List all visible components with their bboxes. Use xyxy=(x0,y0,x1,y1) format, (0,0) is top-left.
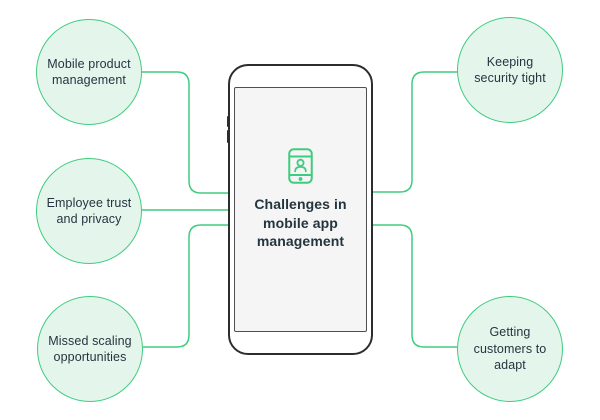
connector-top-right xyxy=(372,71,458,193)
mobile-device-user-icon xyxy=(288,148,313,184)
center-title: Challenges in mobile app management xyxy=(254,196,347,249)
connector-bottom-left xyxy=(143,224,229,348)
connector-bottom-right xyxy=(372,224,457,348)
node-label: Keeping security tight xyxy=(474,54,546,86)
node-label: Missed scaling opportunities xyxy=(48,333,132,365)
smartphone-illustration: Challenges in mobile app management xyxy=(226,64,373,355)
node-label: Employee trust and privacy xyxy=(46,195,132,227)
phone-side-button xyxy=(226,116,230,127)
phone-side-button xyxy=(226,130,230,143)
connector-top-left xyxy=(142,71,229,194)
node-mobile-product-management: Mobile product management xyxy=(36,19,142,125)
node-label: Getting customers to adapt xyxy=(473,325,547,373)
node-label: Mobile product management xyxy=(47,56,131,88)
node-employee-trust-and-privacy: Employee trust and privacy xyxy=(36,158,142,264)
node-keeping-security-tight: Keeping security tight xyxy=(457,17,563,123)
node-getting-customers-to-adapt: Getting customers to adapt xyxy=(457,296,563,402)
phone-screen: Challenges in mobile app management xyxy=(234,87,367,332)
node-missed-scaling-opportunities: Missed scaling opportunities xyxy=(37,296,143,402)
